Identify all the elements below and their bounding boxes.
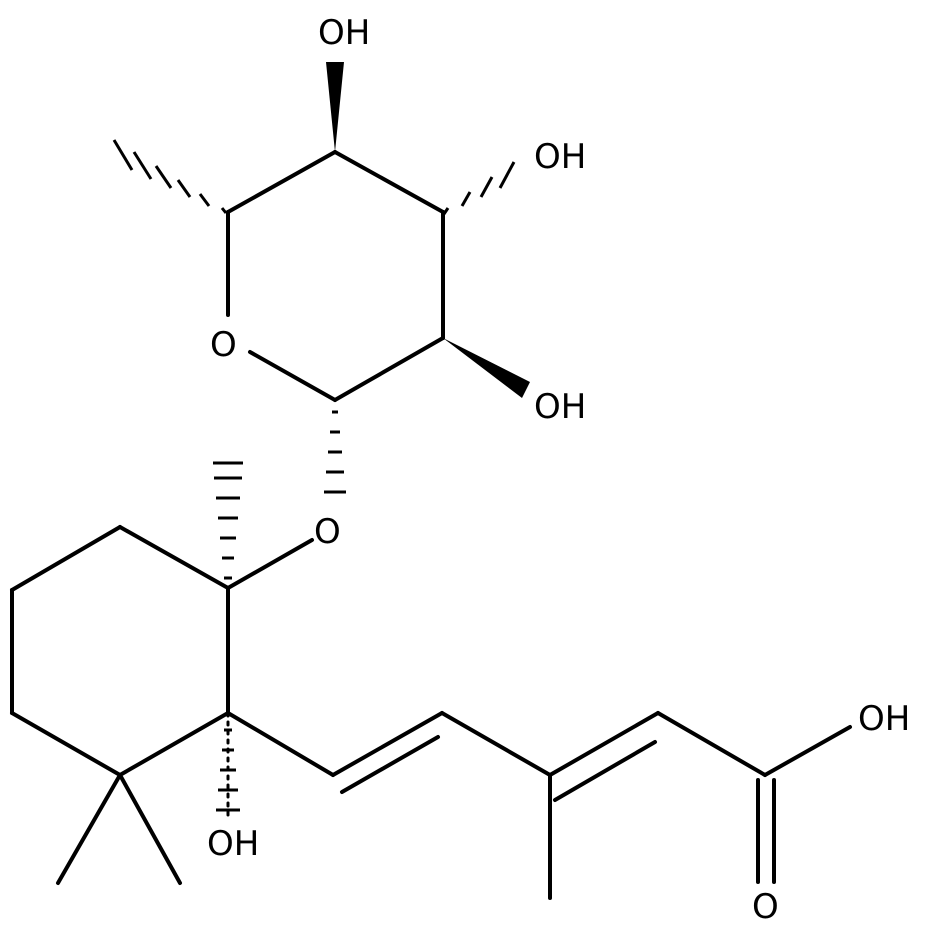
wedge-c4-oh [326, 62, 344, 152]
bond-c4-c3 [333, 150, 445, 214]
bonds [10, 150, 852, 900]
bond-chain-4 [548, 711, 660, 777]
bond-chain-5 [656, 711, 767, 777]
bond-c1-ring-o [248, 350, 337, 402]
label-oh-top: OH [318, 13, 370, 53]
bond-chain-2-double [340, 735, 440, 794]
bond-cy-1 [118, 525, 230, 590]
wedge-bonds [326, 62, 530, 398]
label-oh-cyclohexane: OH [207, 824, 259, 864]
label-oh-lower-right: OH [534, 387, 586, 427]
hash-bonds [112, 139, 516, 812]
bond-chain-2 [331, 711, 444, 777]
bond-methyl-b [118, 773, 182, 885]
hash-c5-me-2 [198, 193, 211, 207]
label-ring-oxygen: O [210, 325, 237, 365]
bond-chain-3 [440, 711, 552, 777]
bond-cy-2 [10, 525, 122, 592]
hash-c5-me-4 [154, 165, 173, 189]
hash-c5-me-3 [176, 179, 192, 198]
hash-c3-oh-4 [498, 161, 516, 189]
bond-c2-c1 [333, 336, 445, 402]
bond-c5-c4 [226, 150, 337, 214]
hash-c3-oh-1 [442, 207, 450, 215]
hash-c5-me-6 [112, 139, 134, 171]
label-acid-oh: OH [858, 699, 910, 739]
bond-methyl-a [56, 773, 122, 885]
label-glycosidic-oxygen: O [314, 512, 341, 552]
wedge-c2-oh [443, 338, 530, 398]
bond-acid-oh [763, 725, 852, 777]
hash-c5-me-5 [132, 151, 153, 180]
bond-glyco-o-c [226, 538, 314, 590]
hash-c3-oh-2 [460, 191, 472, 207]
hash-c5-me-1 [220, 207, 228, 214]
hash-c3-oh-3 [479, 176, 494, 198]
bond-chain-1 [226, 711, 335, 777]
bond-cy-5 [118, 711, 230, 777]
label-acid-carbonyl-o: O [752, 887, 779, 927]
bond-chain-4-double [553, 740, 657, 802]
bond-cy-4 [10, 711, 122, 777]
atom-labels: OH OH OH O O OH OH O [207, 13, 910, 927]
label-oh-upper-right: OH [534, 137, 586, 177]
